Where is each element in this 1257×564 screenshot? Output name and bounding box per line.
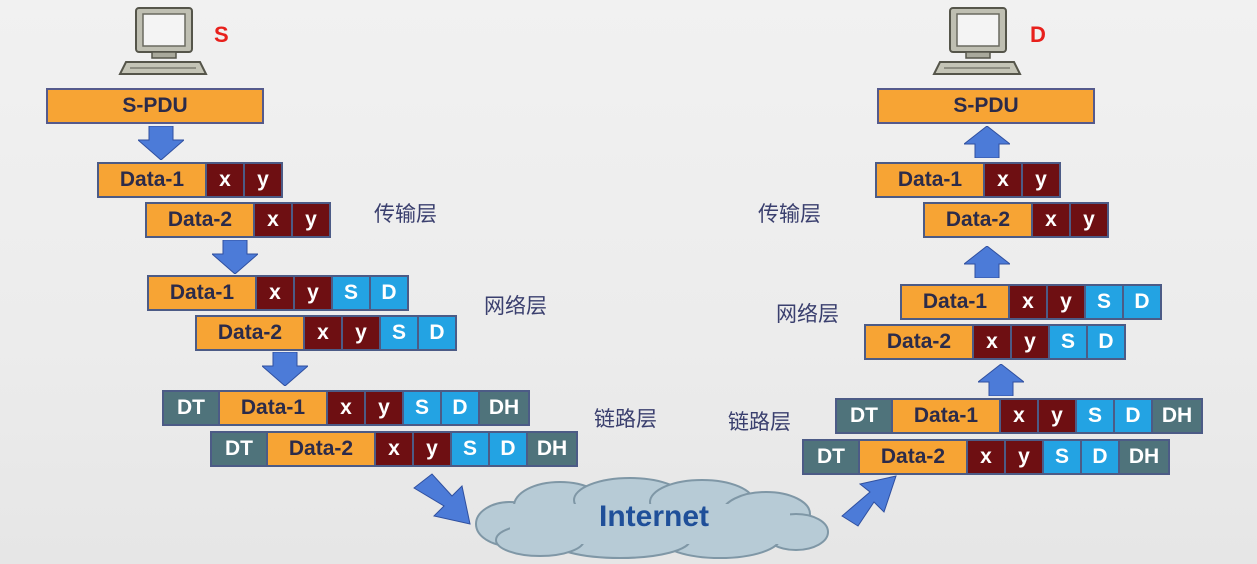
data-segment: Data-1 <box>900 284 1010 320</box>
header-y: y <box>291 202 331 238</box>
header-x: x <box>999 398 1039 434</box>
arrow-down-right-icon <box>413 473 471 525</box>
header-x: x <box>374 431 414 467</box>
header-x: x <box>205 162 245 198</box>
header-d: D <box>440 390 480 426</box>
header-s: S <box>379 315 419 351</box>
source-link-label: 链路层 <box>594 407 657 431</box>
arrow-up-icon <box>964 246 1010 278</box>
data-segment: Data-1 <box>218 390 328 426</box>
header-s: S <box>331 275 371 311</box>
header-y: y <box>341 315 381 351</box>
header-d: D <box>1080 439 1120 475</box>
header-y: y <box>1010 324 1050 360</box>
header-dh: DH <box>1118 439 1170 475</box>
header-s: S <box>1048 324 1088 360</box>
source-label: S <box>214 22 229 47</box>
destination-link-data2-row: DT Data-2 x y S D DH <box>802 439 1170 475</box>
arrow-up-icon <box>964 126 1010 158</box>
destination-network-data2-row: Data-2 x y S D <box>864 324 1126 360</box>
header-d: D <box>1122 284 1162 320</box>
header-x: x <box>255 275 295 311</box>
data-segment: Data-1 <box>147 275 257 311</box>
header-x: x <box>303 315 343 351</box>
data-segment: Data-2 <box>266 431 376 467</box>
data-segment: Data-2 <box>145 202 255 238</box>
header-y: y <box>364 390 404 426</box>
header-d: D <box>488 431 528 467</box>
source-transport-data1-row: Data-1 x y <box>97 162 283 198</box>
destination-link-data1-row: DT Data-1 x y S D DH <box>835 398 1203 434</box>
arrow-down-icon <box>138 126 184 160</box>
source-computer-icon <box>118 7 208 75</box>
header-dh: DH <box>1151 398 1203 434</box>
destination-label: D <box>1030 22 1046 47</box>
source-network-data1-row: Data-1 x y S D <box>147 275 409 311</box>
source-pdu: S-PDU <box>46 88 264 124</box>
arrow-up-right-icon <box>841 475 897 527</box>
header-s: S <box>450 431 490 467</box>
header-y: y <box>1069 202 1109 238</box>
data-segment: Data-2 <box>864 324 974 360</box>
header-dt: DT <box>162 390 220 426</box>
header-d: D <box>417 315 457 351</box>
internet-label: Internet <box>599 500 710 533</box>
destination-transport-label: 传输层 <box>758 202 821 226</box>
header-s: S <box>1075 398 1115 434</box>
source-network-label: 网络层 <box>484 294 547 318</box>
header-y: y <box>1046 284 1086 320</box>
destination-pdu: S-PDU <box>877 88 1095 124</box>
header-s: S <box>1042 439 1082 475</box>
arrow-down-icon <box>212 240 258 274</box>
header-y: y <box>1021 162 1061 198</box>
arrow-up-icon <box>978 364 1024 396</box>
destination-computer-icon <box>932 7 1022 75</box>
header-s: S <box>402 390 442 426</box>
header-s: S <box>1084 284 1124 320</box>
header-y: y <box>412 431 452 467</box>
destination-transport-data2-row: Data-2 x y <box>923 202 1109 238</box>
header-d: D <box>369 275 409 311</box>
header-dh: DH <box>478 390 530 426</box>
internet-cloud-icon <box>475 477 829 559</box>
header-d: D <box>1086 324 1126 360</box>
header-x: x <box>1008 284 1048 320</box>
header-dt: DT <box>835 398 893 434</box>
header-x: x <box>1031 202 1071 238</box>
header-x: x <box>972 324 1012 360</box>
destination-transport-data1-row: Data-1 x y <box>875 162 1061 198</box>
source-network-data2-row: Data-2 x y S D <box>195 315 457 351</box>
header-x: x <box>253 202 293 238</box>
header-y: y <box>1004 439 1044 475</box>
header-x: x <box>966 439 1006 475</box>
source-link-data2-row: DT Data-2 x y S D DH <box>210 431 578 467</box>
header-y: y <box>1037 398 1077 434</box>
data-segment: Data-2 <box>923 202 1033 238</box>
destination-network-data1-row: Data-1 x y S D <box>900 284 1162 320</box>
source-link-data1-row: DT Data-1 x y S D DH <box>162 390 530 426</box>
source-transport-data2-row: Data-2 x y <box>145 202 331 238</box>
header-dt: DT <box>802 439 860 475</box>
arrow-down-icon <box>262 352 308 386</box>
header-d: D <box>1113 398 1153 434</box>
data-segment: Data-1 <box>97 162 207 198</box>
data-segment: Data-2 <box>858 439 968 475</box>
header-y: y <box>243 162 283 198</box>
header-dt: DT <box>210 431 268 467</box>
destination-link-label: 链路层 <box>728 410 791 434</box>
source-transport-label: 传输层 <box>374 202 437 226</box>
data-segment: Data-1 <box>875 162 985 198</box>
header-y: y <box>293 275 333 311</box>
header-x: x <box>983 162 1023 198</box>
destination-network-label: 网络层 <box>776 302 839 326</box>
header-x: x <box>326 390 366 426</box>
data-segment: Data-2 <box>195 315 305 351</box>
data-segment: Data-1 <box>891 398 1001 434</box>
header-dh: DH <box>526 431 578 467</box>
